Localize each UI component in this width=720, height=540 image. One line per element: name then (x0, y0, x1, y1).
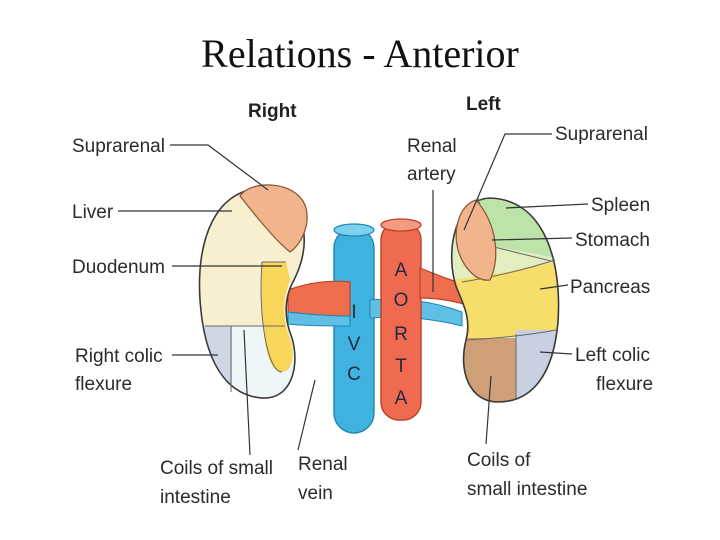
right-renal-vein-lower (287, 311, 351, 327)
ivc-vessel (333, 223, 375, 434)
aorta-vessel (380, 218, 422, 421)
label-left-colic-line2: flexure (596, 374, 653, 395)
aorta-letter: A (395, 260, 408, 281)
label-renal-vein-line2: vein (298, 483, 333, 504)
left-suprarenal (455, 199, 497, 281)
aorta-letters: A O R T A (394, 260, 409, 409)
label-renal-artery-line2: artery (407, 164, 456, 185)
ivc-letter: I (351, 302, 356, 323)
aorta-letter: O (394, 290, 409, 311)
slide-title: Relations - Anterior (201, 31, 519, 76)
right-suprarenal (239, 184, 308, 253)
ivc-letters: I V C (347, 302, 361, 385)
right-heading: Right (248, 101, 297, 122)
aorta-letter: A (395, 388, 408, 409)
label-right-suprarenal: Suprarenal (72, 136, 165, 157)
label-renal-vein-line1: Renal (298, 454, 348, 475)
label-renal-artery-line1: Renal (407, 136, 457, 157)
left-colic-area (516, 330, 559, 402)
right-renal-vein (287, 280, 351, 319)
label-coils-small-line1: Coils of small (160, 458, 273, 479)
duodenum-area (261, 262, 293, 372)
label-liver: Liver (72, 202, 114, 223)
aorta-letter: T (395, 356, 407, 377)
label-pancreas: Pancreas (570, 277, 650, 298)
label-duodenum: Duodenum (72, 257, 165, 278)
label-spleen: Spleen (591, 195, 650, 216)
right-colic-area (199, 326, 232, 399)
left-heading: Left (466, 94, 502, 115)
label-right-colic-line2: flexure (75, 374, 132, 395)
label-right-colic-line1: Right colic (75, 346, 163, 367)
label-coils-small-line2: intestine (160, 487, 231, 508)
label-coils-of-line1: Coils of (467, 450, 531, 471)
aorta-letter: R (394, 324, 408, 345)
label-left-suprarenal: Suprarenal (555, 124, 648, 145)
ivc-letter: C (347, 364, 361, 385)
label-left-colic-line1: Left colic (575, 345, 650, 366)
label-coils-of-line2: small intestine (467, 479, 587, 500)
ivc-letter: V (348, 334, 361, 355)
label-stomach: Stomach (575, 230, 650, 251)
leader-lines (118, 133, 589, 456)
